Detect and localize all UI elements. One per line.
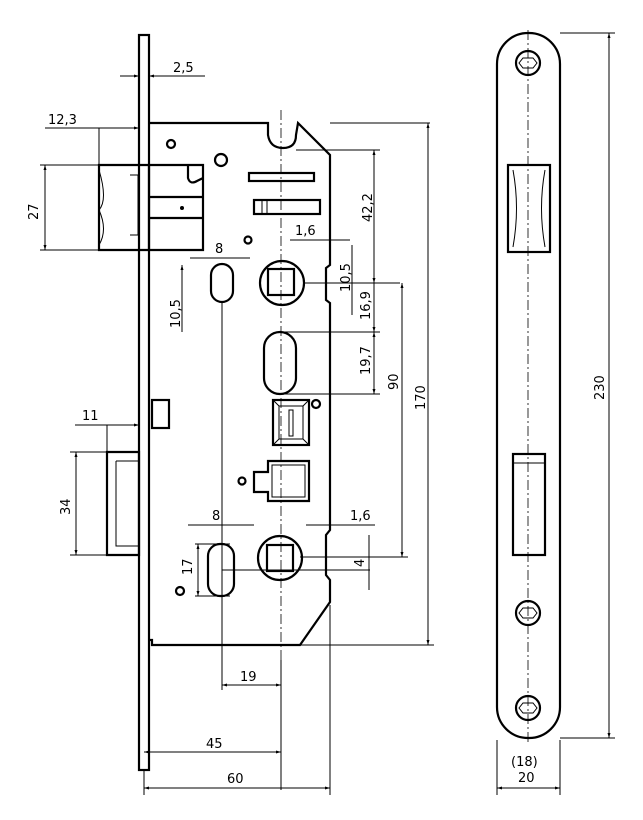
side-view	[495, 30, 562, 745]
hole	[213, 152, 229, 168]
dim-label: 20	[518, 771, 535, 786]
follower-block	[271, 398, 311, 447]
deadbolt	[105, 450, 141, 557]
dim-label: 19	[240, 670, 257, 685]
latch-opening	[506, 163, 552, 254]
dim-label: 8	[215, 242, 223, 257]
cylinder-hub	[256, 534, 304, 582]
spindle-square	[266, 267, 296, 297]
hole	[165, 138, 177, 150]
dim-label: 17	[181, 558, 196, 575]
front-view	[97, 33, 332, 772]
front-dimensions: 2,5 12,3 27 8 10,5 1,6 42,2 10,5 16,9 19…	[27, 61, 434, 795]
dim-label: 1,6	[350, 509, 371, 524]
deadbolt-opening	[511, 452, 547, 557]
dim-label: (18)	[511, 755, 538, 770]
dim-label: 2,5	[173, 61, 194, 76]
screw-hole	[514, 49, 542, 77]
faceplate	[495, 31, 562, 740]
dim-label: 10,5	[169, 299, 184, 328]
dim-label: 4	[353, 559, 368, 567]
follower-slot	[262, 330, 298, 396]
dim-label: 16,9	[359, 291, 374, 320]
cylinder-block	[252, 459, 311, 503]
lock-case-outline	[149, 120, 332, 647]
dim-label: 230	[593, 375, 608, 400]
dim-label: 45	[206, 737, 223, 752]
dim-label: 34	[59, 498, 74, 515]
screw-hole	[514, 599, 542, 627]
latch-bolt	[97, 163, 205, 252]
dim-label: 27	[27, 203, 42, 220]
dim-label: 10,5	[339, 263, 354, 292]
hole	[310, 398, 322, 410]
hole	[243, 235, 253, 245]
dim-label: 90	[387, 373, 402, 390]
dim-label: 170	[414, 385, 429, 410]
spindle-hub	[258, 259, 306, 307]
cylinder-square	[265, 543, 295, 573]
dim-label: 19,7	[359, 346, 374, 375]
dim-label: 60	[227, 772, 244, 787]
side-dimensions: 230 (18) 20	[496, 32, 615, 795]
upper-slot	[209, 262, 235, 304]
hole	[174, 585, 186, 597]
lever-slot	[252, 198, 322, 216]
lever-slot	[247, 171, 316, 183]
screw-hole	[514, 694, 542, 722]
dim-label: 8	[212, 509, 220, 524]
dim-label: 12,3	[48, 113, 77, 128]
dim-label: 11	[82, 409, 99, 424]
dim-label: 1,6	[295, 224, 316, 239]
forend-plate	[137, 33, 151, 772]
dim-label: 42,2	[361, 193, 376, 222]
hole	[237, 476, 247, 486]
tab	[150, 398, 171, 430]
